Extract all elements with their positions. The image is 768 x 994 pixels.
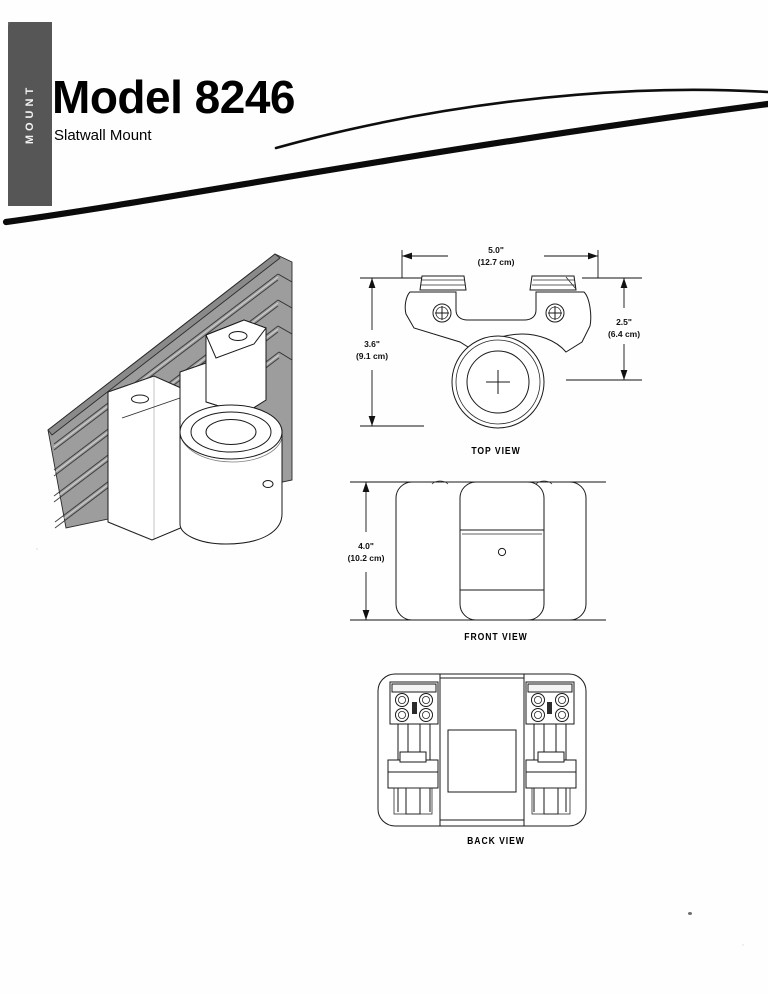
page-header: MOUNT Model 8246 Slatwall Mount bbox=[0, 0, 768, 235]
view-label-top: TOP VIEW bbox=[471, 446, 521, 457]
scan-artifact bbox=[36, 548, 38, 550]
bracket-right bbox=[525, 681, 577, 815]
section-tab-label: MOUNT bbox=[24, 83, 36, 145]
front-view-geometry bbox=[395, 480, 587, 621]
screw-right bbox=[545, 303, 565, 323]
dim-offset-metric: (6.4 cm) bbox=[608, 329, 640, 339]
view-back: BACK VIEW bbox=[336, 660, 656, 860]
slat-hook-left bbox=[419, 275, 467, 291]
dim-depth-inches: 3.6" bbox=[364, 339, 380, 349]
page-title: Model 8246 bbox=[52, 71, 296, 123]
dim-height-inches: 4.0" bbox=[358, 541, 374, 551]
view-top: 5.0" (12.7 cm) 3.6" (9.1 cm) bbox=[336, 234, 656, 469]
scan-artifact bbox=[742, 944, 744, 946]
bracket-left bbox=[387, 681, 439, 815]
dim-offset-inches: 2.5" bbox=[616, 317, 632, 327]
section-tab-mount: MOUNT bbox=[8, 22, 52, 206]
view-label-front: FRONT VIEW bbox=[464, 632, 528, 643]
slat-hook-right bbox=[529, 275, 577, 291]
dimension-offset: 2.5" (6.4 cm) bbox=[566, 277, 642, 381]
dim-height-metric: (10.2 cm) bbox=[348, 553, 385, 563]
dim-width-metric: (12.7 cm) bbox=[478, 257, 515, 267]
drawing-area: 5.0" (12.7 cm) 3.6" (9.1 cm) bbox=[0, 232, 768, 872]
header-arc-thin bbox=[274, 88, 768, 150]
view-label-back: BACK VIEW bbox=[467, 836, 525, 847]
back-view-geometry bbox=[377, 673, 587, 827]
dim-depth-metric: (9.1 cm) bbox=[356, 351, 388, 361]
page-subtitle: Slatwall Mount bbox=[54, 127, 152, 144]
dimension-width: 5.0" (12.7 cm) bbox=[401, 245, 599, 278]
scan-artifact bbox=[688, 912, 692, 915]
dimension-depth: 3.6" (9.1 cm) bbox=[356, 277, 424, 427]
screw-left bbox=[432, 303, 452, 323]
mount-bracket-iso bbox=[107, 319, 283, 545]
view-front: 4.0" (10.2 cm) bbox=[336, 460, 656, 655]
dim-width-inches: 5.0" bbox=[488, 245, 504, 255]
top-view-geometry bbox=[404, 275, 592, 429]
isometric-illustration bbox=[30, 232, 330, 552]
